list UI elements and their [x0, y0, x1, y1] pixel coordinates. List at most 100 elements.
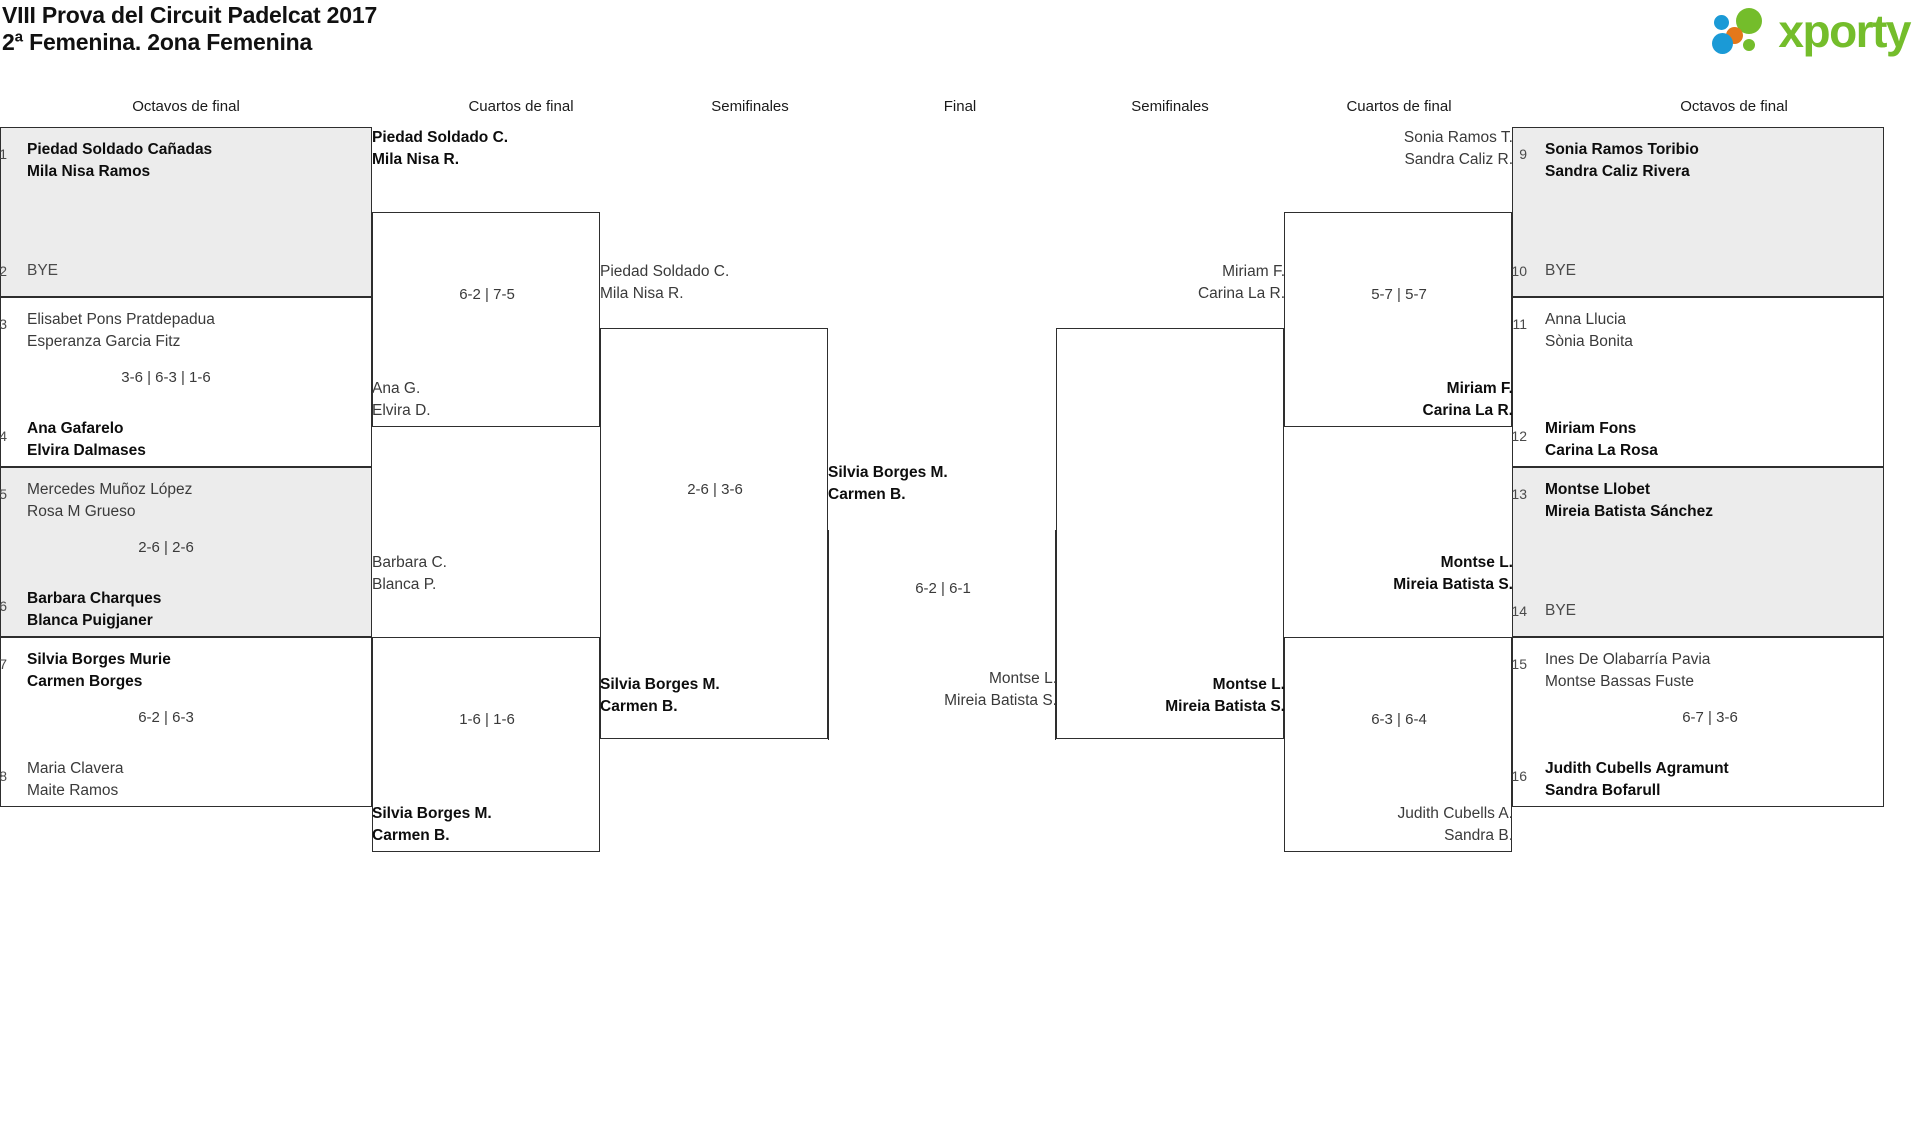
team-player-2: Mila Nisa R.	[600, 285, 684, 302]
team-player-1: Judith Cubells Agramunt	[1545, 760, 1729, 777]
team-player-1: Ana Gafarelo	[27, 420, 124, 437]
seed-number: 12	[1511, 428, 1527, 444]
seed-number: 7	[0, 656, 7, 672]
team-player-1: Miriam F.	[1446, 380, 1513, 397]
team-player-1: Silvia Borges Murie	[27, 651, 171, 668]
match-score: 6-2 | 7-5	[459, 286, 515, 303]
team-player-2: Blanca P.	[372, 576, 437, 593]
match-score: 6-2 | 6-3	[138, 709, 194, 726]
seed-number: 3	[0, 316, 7, 332]
match-box-rqf-2[interactable]: Montse L. Mireia Batista S. 6-3 | 6-4 Ju…	[1284, 554, 1513, 852]
page-title: VIII Prova del Circuit Padelcat 2017 2ª …	[2, 2, 377, 56]
match-box-final[interactable]: Silvia Borges M. Carmen B. 6-2 | 6-1 Mon…	[828, 464, 1057, 740]
match-box-l16-4[interactable]: 7 Silvia Borges Murie Carmen Borges 6-2 …	[0, 637, 372, 807]
seed-number: 15	[1511, 656, 1527, 672]
match-box-r16-2[interactable]: 11 Anna Llucia Sònia Bonita 12 Miriam Fo…	[1511, 297, 1884, 467]
team-player-1: Sonia Ramos Toribio	[1545, 141, 1699, 158]
match-box-r16-1[interactable]: 9 Sonia Ramos Toribio Sandra Caliz River…	[1511, 127, 1884, 297]
round-header-right-r16: Octavos de final	[1680, 98, 1788, 115]
round-header-right-sf: Semifinales	[1131, 98, 1209, 115]
team-player-2: Carmen B.	[600, 698, 678, 715]
match-box-l16-1[interactable]: 1 Piedad Soldado Cañadas Mila Nisa Ramos…	[0, 127, 372, 297]
match-box-lqf-2[interactable]: Barbara C. Blanca P. 1-6 | 1-6 Silvia Bo…	[372, 554, 600, 852]
match-box-lsf-1[interactable]: Piedad Soldado C. Mila Nisa R. 2-6 | 3-6…	[600, 263, 828, 739]
team-player-2: Sandra Bofarull	[1545, 782, 1661, 799]
team-player-1: Ana G.	[372, 380, 421, 397]
team-player-2: Montse Bassas Fuste	[1545, 673, 1695, 690]
tournament-name: VIII Prova del Circuit Padelcat 2017	[2, 2, 378, 28]
team-player-2: Sandra B.	[1444, 827, 1513, 844]
team-player-1: Elisabet Pons Pratdepadua	[27, 311, 215, 328]
team-player-2: Mireia Batista Sánchez	[1545, 503, 1713, 520]
team-player-1: Piedad Soldado C.	[372, 129, 509, 146]
match-score: 2-6 | 2-6	[138, 539, 194, 556]
team-player-2: Esperanza Garcia Fitz	[27, 333, 181, 350]
team-player-2: Carmen Borges	[27, 673, 143, 690]
round-header-right-qf: Cuartos de final	[1346, 98, 1452, 115]
match-box-rqf-1[interactable]: Sonia Ramos T. Sandra Caliz R. 5-7 | 5-7…	[1284, 129, 1513, 427]
bye-label: BYE	[27, 262, 59, 279]
team-player-1: Maria Clavera	[27, 760, 124, 777]
seed-number: 8	[0, 768, 7, 784]
team-player-1: Silvia Borges M.	[600, 676, 720, 693]
team-player-1: Barbara Charques	[27, 590, 162, 607]
team-player-2: Sònia Bonita	[1545, 333, 1633, 350]
logo-wordmark: xporty	[1778, 5, 1911, 57]
team-player-1: Anna Llucia	[1545, 311, 1627, 328]
seed-number: 6	[0, 598, 7, 614]
seed-number: 9	[1519, 146, 1527, 162]
category-name: 2ª Femenina. 2ona Femenina	[2, 29, 313, 55]
match-score: 3-6 | 6-3 | 1-6	[121, 369, 211, 386]
logo-dots-icon	[1712, 7, 1774, 55]
team-player-1: Mercedes Muñoz López	[27, 481, 193, 498]
team-player-2: Sandra Caliz R.	[1404, 151, 1513, 168]
round-header-left-sf: Semifinales	[711, 98, 789, 115]
team-player-1: Piedad Soldado Cañadas	[27, 141, 213, 158]
team-player-1: Montse L.	[1440, 554, 1513, 571]
round-header-final: Final	[943, 98, 977, 115]
team-player-2: Carmen B.	[828, 486, 906, 503]
team-player-2: Sandra Caliz Rivera	[1545, 163, 1690, 180]
team-player-1: Montse L.	[988, 670, 1057, 687]
match-box-l16-3[interactable]: 5 Mercedes Muñoz López Rosa M Grueso 2-6…	[0, 467, 372, 637]
match-box-rsf-1[interactable]: Miriam F. Carina La R. Montse L. Mireia …	[1056, 263, 1285, 739]
team-player-1: Montse Llobet	[1545, 481, 1651, 498]
match-score: 6-7 | 3-6	[1682, 709, 1738, 726]
team-player-1: Sonia Ramos T.	[1403, 129, 1513, 146]
team-player-2: Mireia Batista S.	[944, 692, 1057, 709]
team-player-2: Blanca Puigjaner	[27, 612, 153, 629]
team-player-2: Maite Ramos	[27, 782, 119, 799]
team-player-1: Miriam Fons	[1545, 420, 1637, 437]
team-player-2: Rosa M Grueso	[27, 503, 136, 520]
match-box-l16-2[interactable]: 3 Elisabet Pons Pratdepadua Esperanza Ga…	[0, 297, 372, 467]
match-score: 1-6 | 1-6	[459, 711, 515, 728]
seed-number: 11	[1512, 316, 1527, 332]
team-player-2: Carina La R.	[1197, 285, 1285, 302]
team-player-2: Elvira Dalmases	[27, 442, 146, 459]
match-box-r16-3[interactable]: 13 Montse Llobet Mireia Batista Sánchez …	[1511, 467, 1884, 637]
team-player-2: Mireia Batista S.	[1393, 576, 1513, 593]
team-player-2: Carina La R.	[1422, 402, 1513, 419]
match-box-lqf-1[interactable]: Piedad Soldado C. Mila Nisa R. 6-2 | 7-5…	[372, 129, 600, 427]
seed-number: 5	[0, 486, 7, 502]
match-score: 6-3 | 6-4	[1371, 711, 1427, 728]
team-player-2: Mireia Batista S.	[1165, 698, 1285, 715]
match-score: 5-7 | 5-7	[1371, 286, 1427, 303]
round-header-left-qf: Cuartos de final	[468, 98, 574, 115]
team-player-1: Ines De Olabarría Pavia	[1545, 651, 1711, 668]
match-score: 6-2 | 6-1	[915, 580, 971, 597]
xporty-logo: xporty	[1712, 5, 1911, 57]
seed-number: 13	[1511, 486, 1527, 502]
team-player-2: Carmen B.	[372, 827, 450, 844]
team-player-2: Mila Nisa Ramos	[27, 163, 151, 180]
round-header-left-r16: Octavos de final	[132, 98, 240, 115]
team-player-1: Miriam F.	[1222, 263, 1285, 280]
seed-number: 10	[1511, 263, 1527, 279]
match-score: 2-6 | 3-6	[687, 481, 743, 498]
match-box-r16-4[interactable]: 15 Ines De Olabarría Pavia Montse Bassas…	[1511, 637, 1884, 807]
team-player-2: Elvira D.	[372, 402, 431, 419]
seed-number: 1	[0, 146, 7, 162]
bye-label: BYE	[1545, 262, 1577, 279]
team-player-1: Barbara C.	[372, 554, 447, 571]
